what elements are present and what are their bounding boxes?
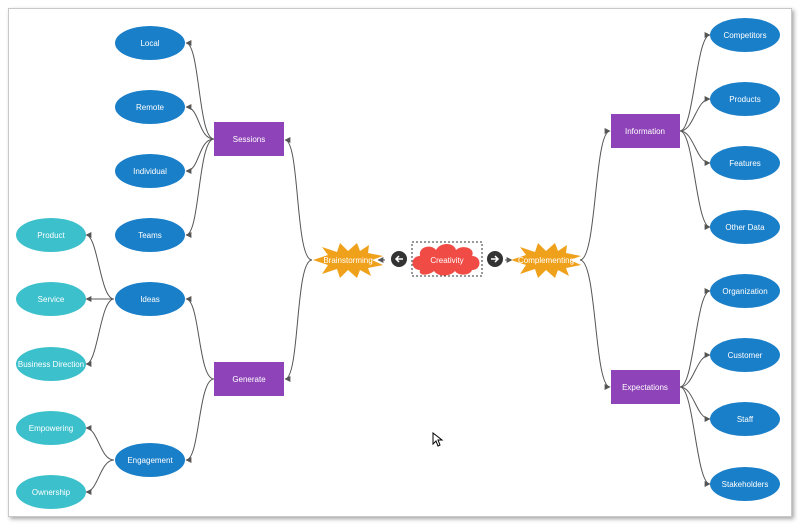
ideas-node[interactable]: Ideas bbox=[115, 282, 185, 316]
connector-expectations bbox=[579, 259, 611, 390]
generate-label: Generate bbox=[232, 375, 266, 384]
arrow-left-icon bbox=[394, 255, 403, 263]
connector-sessions bbox=[284, 137, 313, 261]
individual-label: Individual bbox=[133, 167, 167, 176]
collapse-left-button[interactable] bbox=[391, 251, 407, 267]
empowering-label: Empowering bbox=[29, 424, 73, 433]
staff-label: Staff bbox=[737, 415, 754, 424]
generate-node[interactable]: Generate bbox=[214, 362, 284, 396]
star-shape bbox=[511, 243, 581, 278]
other-data-node[interactable]: Other Data bbox=[710, 210, 780, 244]
stakeholders-label: Stakeholders bbox=[722, 480, 769, 489]
remote-label: Remote bbox=[136, 103, 165, 112]
connector-generate bbox=[284, 259, 313, 382]
products-label: Products bbox=[729, 95, 761, 104]
customer-label: Customer bbox=[728, 351, 763, 360]
product-node[interactable]: Product bbox=[16, 218, 86, 252]
complementing-label: Complementing bbox=[518, 256, 574, 265]
connector-product bbox=[85, 232, 115, 300]
collapse-right-button[interactable] bbox=[487, 251, 503, 267]
local-label: Local bbox=[140, 39, 159, 48]
connector-teams bbox=[185, 138, 215, 238]
center-label: Creativity bbox=[430, 256, 463, 265]
service-label: Service bbox=[38, 295, 65, 304]
expectations-label: Expectations bbox=[622, 383, 668, 392]
competitors-label: Competitors bbox=[723, 31, 766, 40]
connector-customer bbox=[679, 352, 711, 388]
product-label: Product bbox=[37, 231, 65, 240]
information-node[interactable]: Information bbox=[611, 114, 680, 148]
connector-competitors bbox=[679, 32, 711, 132]
teams-label: Teams bbox=[138, 231, 162, 240]
connector-local bbox=[185, 40, 215, 140]
service-node[interactable]: Service bbox=[16, 282, 86, 316]
teams-node[interactable]: Teams bbox=[115, 218, 185, 252]
brainstorming-node[interactable]: Brainstorming bbox=[313, 243, 383, 278]
features-label: Features bbox=[729, 159, 761, 168]
arrow-right-icon bbox=[491, 255, 500, 263]
features-node[interactable]: Features bbox=[710, 146, 780, 180]
ownership-node[interactable]: Ownership bbox=[16, 475, 86, 509]
products-node[interactable]: Products bbox=[710, 82, 780, 116]
connector-ownership bbox=[85, 459, 115, 495]
star-shape bbox=[313, 243, 383, 278]
ownership-label: Ownership bbox=[32, 488, 71, 497]
complementing-node[interactable]: Complementing bbox=[511, 243, 581, 278]
local-node[interactable]: Local bbox=[115, 26, 185, 60]
connector-staff bbox=[679, 386, 711, 422]
connectors bbox=[85, 32, 711, 495]
connector-individual bbox=[185, 138, 215, 174]
connector-business-direction bbox=[85, 298, 115, 367]
organization-label: Organization bbox=[722, 287, 767, 296]
expectations-node[interactable]: Expectations bbox=[611, 370, 680, 404]
brainstorming-label: Brainstorming bbox=[323, 256, 372, 265]
connector-other-data bbox=[679, 130, 711, 230]
sessions-node[interactable]: Sessions bbox=[214, 122, 284, 156]
staff-node[interactable]: Staff bbox=[710, 402, 780, 436]
connector-features bbox=[679, 130, 711, 166]
stakeholders-node[interactable]: Stakeholders bbox=[710, 467, 780, 501]
center-node[interactable]: Creativity bbox=[411, 241, 483, 277]
mouse-pointer-icon bbox=[432, 432, 444, 447]
connector-organization bbox=[679, 288, 711, 388]
empowering-node[interactable]: Empowering bbox=[16, 411, 86, 445]
connector-remote bbox=[185, 104, 215, 140]
customer-node[interactable]: Customer bbox=[710, 338, 780, 372]
remote-node[interactable]: Remote bbox=[115, 90, 185, 124]
business-direction-node[interactable]: Business Direction bbox=[16, 347, 86, 381]
connector-engagement bbox=[185, 378, 215, 463]
ideas-label: Ideas bbox=[140, 295, 160, 304]
engagement-node[interactable]: Engagement bbox=[115, 443, 185, 477]
connector-ideas bbox=[185, 296, 215, 380]
sessions-label: Sessions bbox=[233, 135, 265, 144]
information-label: Information bbox=[625, 127, 665, 136]
business-direction-label: Business Direction bbox=[18, 360, 84, 369]
connector-products bbox=[679, 96, 711, 132]
cloud-shape bbox=[412, 244, 480, 276]
engagement-label: Engagement bbox=[127, 456, 173, 465]
organization-node[interactable]: Organization bbox=[710, 274, 780, 308]
connector-information bbox=[579, 128, 611, 261]
individual-node[interactable]: Individual bbox=[115, 154, 185, 188]
other-data-label: Other Data bbox=[725, 223, 765, 232]
competitors-node[interactable]: Competitors bbox=[710, 18, 780, 52]
connector-empowering bbox=[85, 425, 115, 461]
connector-stakeholders bbox=[679, 386, 711, 487]
